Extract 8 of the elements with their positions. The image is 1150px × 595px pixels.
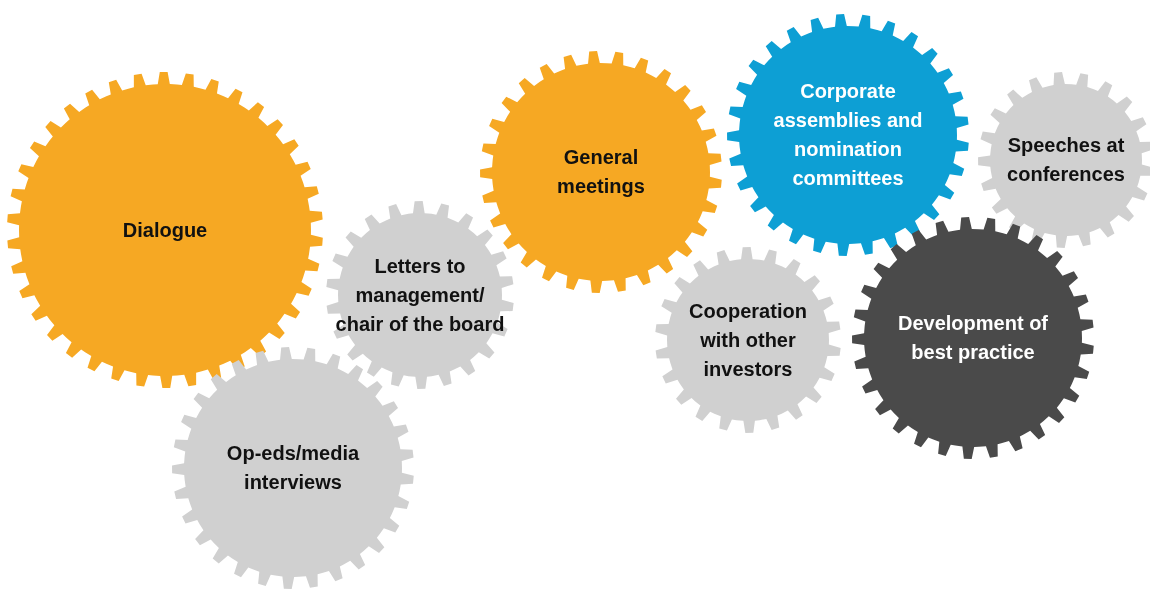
- gear-label: Corporate assemblies and nomination committees: [772, 79, 924, 191]
- gear-label: Cooperation with other investors: [688, 298, 808, 382]
- gear-label: Op-eds/media interviews: [225, 441, 361, 495]
- gear-label: Letters to management/ chair of the board: [335, 253, 505, 337]
- gear-label: Development of best practice: [897, 311, 1049, 365]
- gear-label: Dialogue: [121, 217, 209, 243]
- gear-label: General meetings: [556, 145, 646, 199]
- gear-label: Speeches at conferences: [1006, 133, 1126, 187]
